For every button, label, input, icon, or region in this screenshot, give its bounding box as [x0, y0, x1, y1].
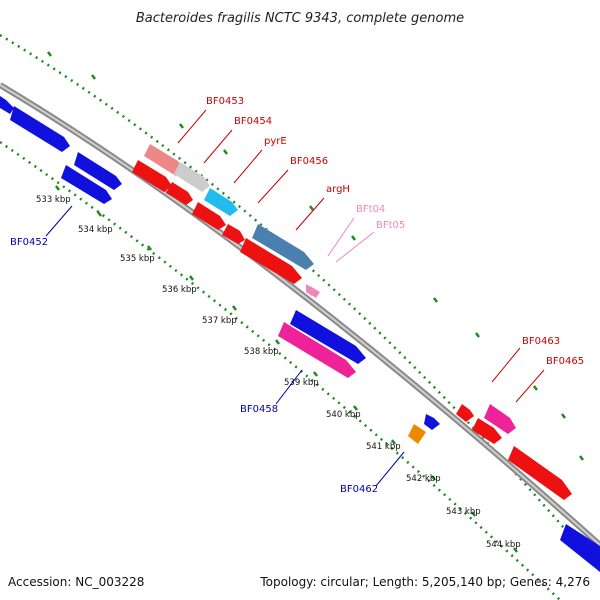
gene-arrow[interactable] — [144, 144, 184, 176]
gene-arrow[interactable] — [484, 404, 516, 434]
tick-label: 540 kbp — [326, 410, 361, 420]
gene-arrow[interactable] — [408, 424, 426, 444]
gene-labels: BF0452 BF0453 BF0454 pyrE BF0456 argH BF… — [10, 96, 584, 495]
inner-dotted-ring — [0, 140, 561, 600]
gene-arrow[interactable] — [560, 524, 600, 572]
gene-arrow[interactable] — [192, 202, 226, 230]
gene-arrow[interactable] — [240, 238, 302, 284]
tick-label: 535 kbp — [120, 254, 155, 264]
gene-arrow[interactable] — [252, 224, 314, 270]
gene-label-argh[interactable]: argH — [326, 184, 350, 195]
tick-label: 543 kbp — [446, 507, 481, 517]
gene-arrow[interactable] — [174, 162, 210, 192]
gene-label-pyre[interactable]: pyrE — [264, 136, 287, 147]
gene-arrow[interactable] — [456, 404, 474, 422]
gene-arrow[interactable] — [472, 418, 502, 444]
gene-label-bft05[interactable]: BFt05 — [376, 220, 405, 231]
genome-summary-text: Topology: circular; Length: 5,205,140 bp… — [259, 575, 590, 589]
kbp-tick-labels: 533 kbp 534 kbp 535 kbp 536 kbp 537 kbp … — [36, 195, 521, 550]
gene-label-bf0452[interactable]: BF0452 — [10, 237, 48, 248]
tick-label: 542 kbp — [406, 474, 441, 484]
gene-label-bf0453[interactable]: BF0453 — [206, 96, 244, 107]
gene-arrow[interactable] — [424, 414, 440, 430]
gene-label-bf0454[interactable]: BF0454 — [234, 116, 272, 127]
outer-ring-ticks — [47, 51, 584, 461]
tick-label: 536 kbp — [162, 285, 197, 295]
gene-arrow[interactable] — [0, 96, 14, 114]
map-title: Bacteroides fragilis NCTC 9343, complete… — [136, 11, 464, 26]
gene-label-bf0458[interactable]: BF0458 — [240, 404, 278, 415]
tick-label: 533 kbp — [36, 195, 71, 205]
tick-label: 537 kbp — [202, 316, 237, 326]
gene-arrow[interactable] — [290, 310, 366, 364]
gene-arrows — [0, 96, 600, 572]
gene-label-bf0465[interactable]: BF0465 — [546, 356, 584, 367]
tick-label: 534 kbp — [78, 225, 113, 235]
gene-arrow[interactable] — [132, 160, 172, 192]
tick-label: 541 kbp — [366, 442, 401, 452]
gene-arrow[interactable] — [278, 322, 356, 378]
gene-arrow[interactable] — [61, 165, 112, 204]
gene-arrow[interactable] — [310, 286, 320, 298]
gene-label-bf0462[interactable]: BF0462 — [340, 484, 378, 495]
gene-label-bf0463[interactable]: BF0463 — [522, 336, 560, 347]
tick-label: 538 kbp — [244, 347, 279, 357]
tick-label: 544 kbp — [486, 540, 521, 550]
gene-arrow[interactable] — [204, 188, 238, 216]
gene-arrow[interactable] — [508, 446, 572, 500]
gene-label-bf0456[interactable]: BF0456 — [290, 156, 328, 167]
gene-label-bft04[interactable]: BFt04 — [356, 204, 385, 215]
tick-label: 539 kbp — [284, 378, 319, 388]
gene-arrow[interactable] — [10, 106, 70, 152]
accession-text: Accession: NC_003228 — [8, 575, 144, 589]
inner-ring-ticks — [55, 185, 518, 553]
gene-arrow[interactable] — [74, 152, 122, 190]
gene-arrow[interactable] — [166, 182, 193, 205]
gene-arrow[interactable] — [222, 224, 245, 244]
outer-dotted-ring — [0, 33, 600, 571]
label-leader-lines — [45, 109, 545, 487]
